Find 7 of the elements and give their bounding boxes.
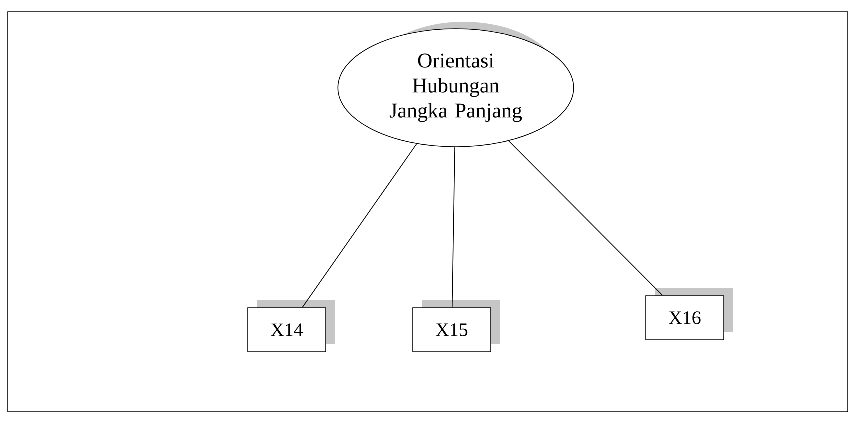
connector-line (508, 140, 664, 296)
variable-box: X14 (248, 300, 335, 352)
variable-box: X15 (412, 300, 500, 352)
ellipse-node: Orientasi Hubungan Jangka Panjang (338, 22, 574, 148)
connector-line (452, 147, 456, 308)
variable-box: X16 (646, 288, 733, 340)
connector-line (302, 144, 418, 308)
